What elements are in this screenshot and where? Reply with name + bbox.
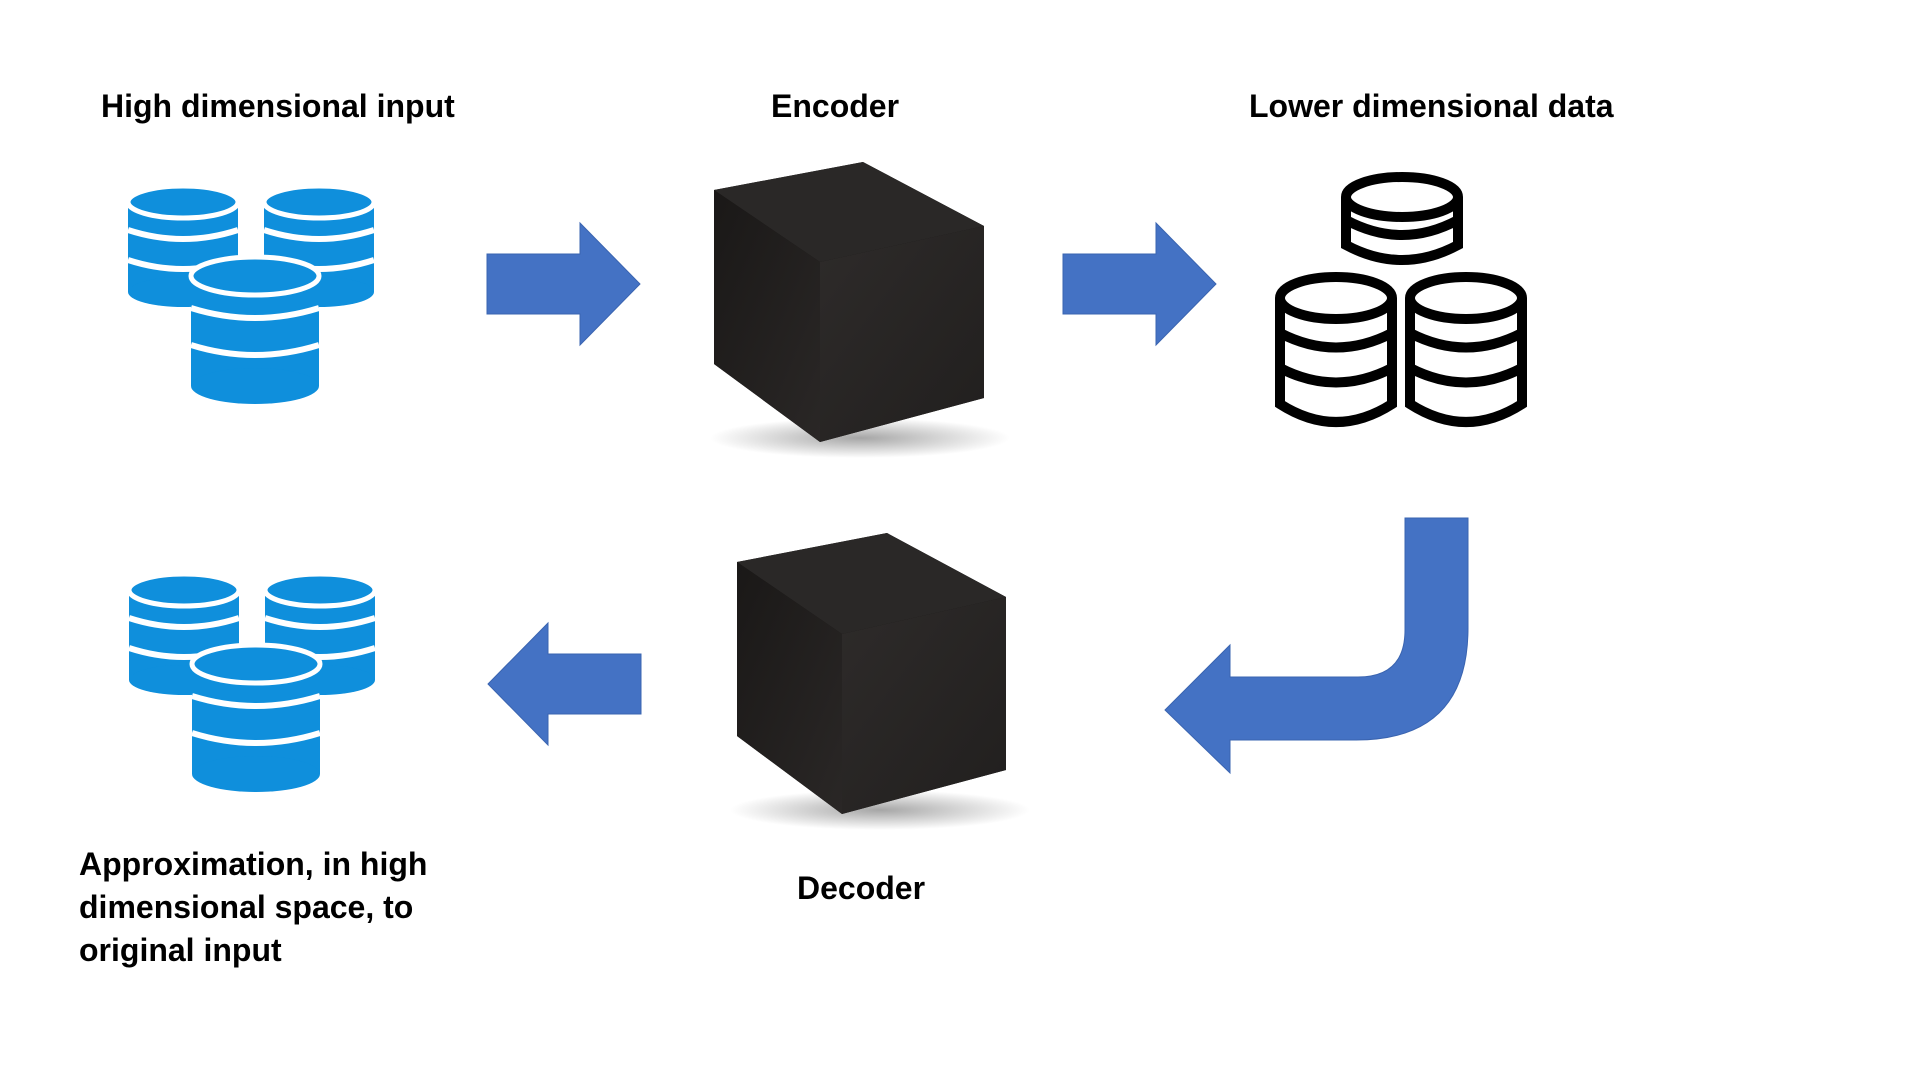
input-database-stack-icon bbox=[125, 183, 377, 404]
arrow-left-icon bbox=[487, 621, 642, 747]
database-cylinder-outline-icon bbox=[1341, 172, 1463, 265]
output-label: Approximation, in high dimensional space… bbox=[79, 843, 427, 973]
arrow-right-icon bbox=[486, 221, 641, 347]
database-cylinder-icon bbox=[189, 642, 323, 792]
encoder-label: Encoder bbox=[771, 88, 900, 124]
input-label: High dimensional input bbox=[101, 88, 455, 124]
encoder-cube-icon bbox=[710, 162, 1010, 458]
database-cylinder-icon bbox=[262, 571, 378, 695]
output-label-line-1: Approximation, in high bbox=[79, 846, 428, 882]
output-label-line-2: dimensional space, to bbox=[79, 889, 414, 926]
decoder-cube-icon bbox=[730, 533, 1030, 830]
database-cylinder-outline-icon bbox=[1275, 272, 1397, 427]
output-database-stack-icon bbox=[126, 571, 378, 792]
curved-return-arrow-icon bbox=[1164, 517, 1469, 775]
latent-label: Lower dimensional data bbox=[1249, 88, 1614, 124]
arrow-right-icon bbox=[1062, 221, 1217, 347]
output-label-line-3: original input bbox=[79, 932, 282, 969]
database-cylinder-icon bbox=[188, 254, 322, 404]
latent-database-stack-icon bbox=[1275, 172, 1527, 427]
decoder-label: Decoder bbox=[797, 870, 926, 906]
database-cylinder-outline-icon bbox=[1405, 272, 1527, 427]
